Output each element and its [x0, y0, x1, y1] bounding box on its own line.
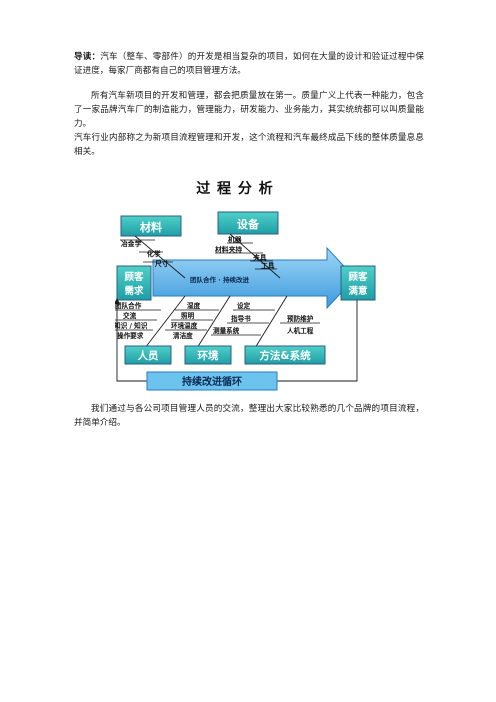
env-item-2: 照明 — [181, 311, 195, 320]
env-item-3: 环境温度 — [171, 321, 198, 330]
cycle-arrowhead — [115, 298, 120, 304]
methods-box — [244, 345, 326, 365]
equipment-bone — [229, 233, 281, 279]
cycle-loop-line-right — [277, 300, 358, 382]
customer-satisfaction-line-1: 顾客 — [348, 271, 368, 283]
method-item-2: 指导书 — [231, 314, 251, 323]
diagram-title: 过 程 分 析 — [196, 180, 274, 197]
customer-need-line-1: 顾客 — [124, 271, 144, 283]
materials-item-1: 冶金学 — [121, 239, 142, 248]
materials-bone — [134, 235, 186, 279]
intro-label: 导读： — [74, 52, 101, 62]
customer-satisfaction-line-2: 满意 — [348, 285, 368, 297]
closing-section: 我们通过与各公司项目管理人员的交流，整理出大家比较熟悉的几个品牌的项目流程，并简… — [74, 402, 424, 430]
people-item-4: 操作要求 — [117, 331, 144, 340]
process-analysis-diagram: 过 程 分 析 材料 设备 团队合作 · 持续改进 冶金学 化学 尺寸 机器 材… — [115, 178, 380, 396]
customer-satisfaction-box — [340, 265, 376, 301]
people-item-2: 交流 — [123, 311, 137, 320]
equipment-item-2: 材料夹持 — [215, 245, 242, 254]
quality-paragraph: 所有汽车新项目的开发和管理，都会把质量放在第一。质量广义上代表一种能力，包含了一… — [74, 91, 424, 129]
methods-label: 方法&系统 — [259, 349, 311, 362]
cycle-loop-line-left — [116, 302, 147, 382]
environment-box — [184, 345, 232, 365]
customer-need-box — [116, 265, 152, 301]
materials-box — [120, 215, 182, 237]
environment-label: 环境 — [198, 349, 219, 362]
intro-paragraph: 导读：汽车（整车、零部件）的开发是相当复杂的项目，如何在大量的设计和验证过程中保… — [74, 50, 424, 78]
process-paragraph: 汽车行业内部称之为新项目流程管理和开发，这个流程和汽车最终成品下线的整体质量息息… — [74, 133, 424, 157]
materials-item-2: 化学 — [147, 249, 161, 258]
people-box — [124, 345, 172, 365]
materials-label: 材料 — [140, 220, 162, 234]
right-item-2: 人机工程 — [287, 326, 314, 335]
equipment-box — [217, 211, 279, 235]
equipment-label: 设备 — [237, 217, 260, 231]
closing-paragraph: 我们通过与各公司项目管理人员的交流，整理出大家比较熟悉的几个品牌的项目流程，并简… — [74, 404, 424, 428]
method-item-1: 设定 — [237, 301, 251, 310]
env-item-4: 清洁度 — [173, 331, 193, 340]
article-body: 导读：汽车（整车、零部件）的开发是相当复杂的项目，如何在大量的设计和验证过程中保… — [74, 50, 424, 159]
methods-bone — [254, 295, 288, 349]
right-item-1: 预防维护 — [287, 314, 314, 323]
arrow-text: 团队合作 · 持续改进 — [190, 275, 249, 284]
equipment-item-3: 夹具 — [253, 253, 267, 262]
cycle-label: 持续改进循环 — [182, 375, 242, 388]
env-item-1: 湿度 — [187, 301, 201, 310]
equipment-item-1: 机器 — [228, 235, 242, 244]
people-item-1: 团队合作 — [115, 301, 142, 310]
method-item-3: 测量系统 — [213, 326, 240, 335]
cycle-box — [146, 371, 278, 391]
customer-need-line-2: 需求 — [124, 285, 144, 297]
people-label: 人员 — [138, 349, 159, 362]
people-item-3: 知识 / 知识 — [115, 321, 148, 330]
materials-item-3: 尺寸 — [155, 259, 169, 268]
people-bone — [144, 295, 186, 349]
equipment-item-4: 工具 — [261, 261, 275, 270]
intro-text: 汽车（整车、零部件）的开发是相当复杂的项目，如何在大量的设计和验证过程中保证进度… — [74, 52, 424, 76]
environment-bone — [196, 295, 231, 349]
